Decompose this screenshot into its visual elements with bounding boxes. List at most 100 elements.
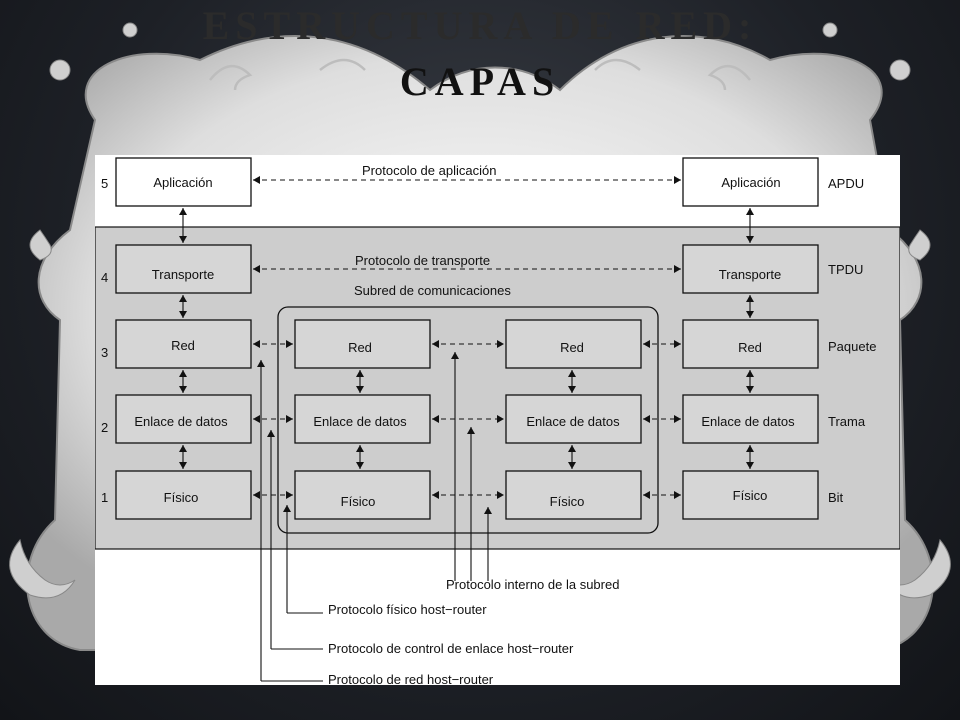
arrowhead-55 <box>568 445 576 452</box>
layer-number-3: 3 <box>101 345 108 360</box>
svg-text:Físico: Físico <box>341 494 376 509</box>
arrowhead-7 <box>253 340 260 348</box>
arrowhead-23 <box>674 415 681 423</box>
arrowhead-13 <box>643 340 650 348</box>
arrowhead-17 <box>286 415 293 423</box>
svg-text:Aplicación: Aplicación <box>721 175 780 190</box>
arrowhead-44 <box>179 462 187 469</box>
right-network-box: Red <box>682 319 819 369</box>
svg-text:Físico: Físico <box>550 494 585 509</box>
arrowhead-20 <box>497 415 504 423</box>
arrowhead-58 <box>746 370 754 377</box>
arrowhead-67 <box>746 295 754 302</box>
svg-text:Red: Red <box>348 340 372 355</box>
arrowhead-68 <box>746 311 754 318</box>
arrowhead-16 <box>253 415 260 423</box>
router-a-datalink-box: Enlace de datos <box>294 394 431 444</box>
arrowhead-43 <box>179 445 187 452</box>
arrowhead-34 <box>179 208 187 215</box>
svg-text:Físico: Físico <box>164 490 199 505</box>
arrowhead-49 <box>356 445 364 452</box>
left-network-box: Red <box>115 319 252 369</box>
title-line-2: CAPAS <box>399 59 561 104</box>
arrowhead-72 <box>467 427 475 434</box>
unit-paquete: Paquete <box>828 339 876 354</box>
arrowhead-40 <box>179 370 187 377</box>
arrowhead-64 <box>179 295 187 302</box>
layer-number-2: 2 <box>101 420 108 435</box>
connector-lines <box>179 176 754 682</box>
svg-text:Aplicación: Aplicación <box>153 175 212 190</box>
transport-protocol-label: Protocolo de transporte <box>355 253 490 268</box>
arrowhead-65 <box>179 311 187 318</box>
router-a-network-box: Red <box>294 319 431 369</box>
svg-text:Enlace de datos: Enlace de datos <box>701 414 795 429</box>
svg-text:Físico: Físico <box>733 488 768 503</box>
arrowhead-29 <box>497 491 504 499</box>
arrowhead-61 <box>746 445 754 452</box>
arrowhead-31 <box>643 491 650 499</box>
arrowhead-2 <box>674 176 681 184</box>
arrowhead-41 <box>179 386 187 393</box>
arrowhead-28 <box>432 491 439 499</box>
arrowhead-37 <box>746 208 754 215</box>
arrowhead-10 <box>432 340 439 348</box>
svg-text:Enlace de datos: Enlace de datos <box>134 414 228 429</box>
title-line-1: ESTRUCTURA DE RED: <box>202 3 758 48</box>
link-protocol-label: Protocolo de control de enlace host−rout… <box>328 641 574 656</box>
arrowhead-74 <box>484 507 492 514</box>
left-datalink-box: Enlace de datos <box>115 394 252 444</box>
internal-protocol-label: Protocolo interno de la subred <box>446 577 619 592</box>
svg-text:Enlace de datos: Enlace de datos <box>526 414 620 429</box>
arrowhead-59 <box>746 386 754 393</box>
arrowhead-79 <box>267 430 275 437</box>
arrowhead-52 <box>568 370 576 377</box>
application-protocol-label: Protocolo de aplicación <box>362 163 496 178</box>
layer-number-5: 5 <box>101 176 108 191</box>
arrowhead-22 <box>643 415 650 423</box>
network-protocol-label: Protocolo de red host−router <box>328 672 494 685</box>
arrowhead-50 <box>356 462 364 469</box>
right-ornament-icon <box>822 22 951 599</box>
svg-text:Red: Red <box>171 338 195 353</box>
arrowhead-1 <box>253 176 260 184</box>
arrowhead-5 <box>674 265 681 273</box>
left-ornament-icon <box>9 22 138 599</box>
arrowhead-26 <box>286 491 293 499</box>
left-physical-box: Físico <box>115 470 252 520</box>
arrowhead-4 <box>253 265 260 273</box>
svg-text:Enlace de datos: Enlace de datos <box>313 414 407 429</box>
right-physical-box: Físico <box>682 470 819 520</box>
network-layers-diagram: 5 4 3 2 1 APDU TPDU Paquete Trama Bit Ap… <box>95 155 900 685</box>
right-transport-box: Transporte <box>682 244 819 294</box>
router-b-datalink-box: Enlace de datos <box>505 394 642 444</box>
arrowhead-56 <box>568 462 576 469</box>
arrowhead-25 <box>253 491 260 499</box>
svg-text:Transporte: Transporte <box>152 267 214 282</box>
arrowhead-8 <box>286 340 293 348</box>
arrowhead-82 <box>257 360 265 367</box>
arrowhead-32 <box>674 491 681 499</box>
arrowhead-14 <box>674 340 681 348</box>
arrowhead-53 <box>568 386 576 393</box>
left-transport-box: Transporte <box>115 244 252 294</box>
subnet-label: Subred de comunicaciones <box>354 283 511 298</box>
svg-text:Red: Red <box>560 340 584 355</box>
layer-number-4: 4 <box>101 270 108 285</box>
unit-tpdu: TPDU <box>828 262 863 277</box>
unit-apdu: APDU <box>828 176 864 191</box>
arrowhead-47 <box>356 386 364 393</box>
left-application-box: Aplicación <box>115 157 252 207</box>
unit-bit: Bit <box>828 490 844 505</box>
unit-trama: Trama <box>828 414 866 429</box>
router-b-network-box: Red <box>505 319 642 369</box>
physical-protocol-label: Protocolo físico host−router <box>328 602 487 617</box>
arrowhead-62 <box>746 462 754 469</box>
right-datalink-box: Enlace de datos <box>682 394 819 444</box>
right-application-box: Aplicación <box>682 157 819 207</box>
subnet-enclosure <box>277 306 659 534</box>
router-a-physical-box: Físico <box>294 470 431 520</box>
arrowhead-19 <box>432 415 439 423</box>
arrowhead-46 <box>356 370 364 377</box>
arrowhead-76 <box>283 505 291 512</box>
